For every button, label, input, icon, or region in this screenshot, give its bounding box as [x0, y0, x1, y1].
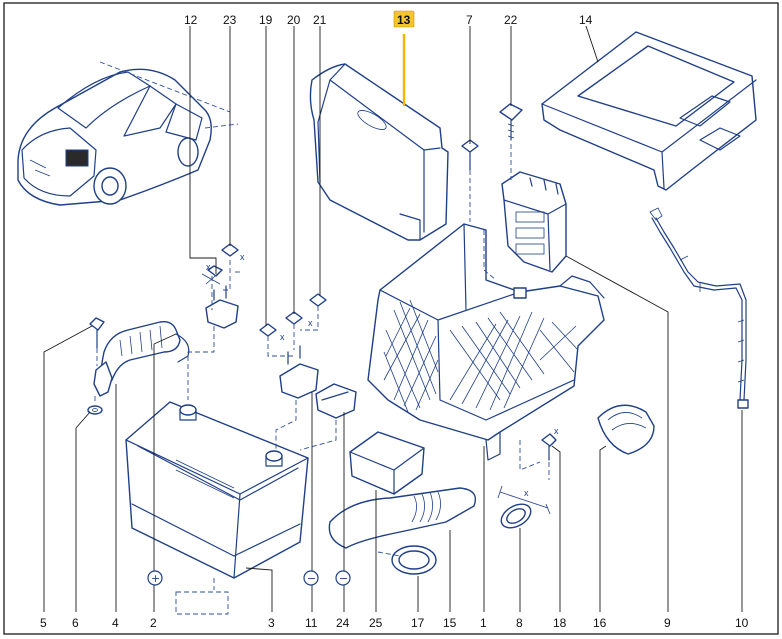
minus-symbol-24: − [339, 572, 348, 585]
label-9: 9 [664, 616, 671, 630]
label-19: 19 [259, 13, 273, 27]
hold-down-clamp-4 [100, 320, 190, 391]
x-mark: x [206, 262, 211, 272]
label-23: 23 [223, 13, 237, 27]
seal-17 [391, 545, 437, 575]
label-5: 5 [40, 616, 47, 630]
fuse-box-lid-14 [541, 31, 757, 191]
x-mark: x [308, 318, 313, 328]
battery-3 [125, 401, 309, 579]
battery-tray-1 [367, 223, 605, 461]
label-22: 22 [504, 13, 518, 27]
minus-symbol-circle-11 [303, 570, 319, 586]
bottom-labels: 5 6 4 2 3 11 24 25 17 15 1 8 18 16 9 10 [40, 616, 749, 630]
label-12: 12 [184, 13, 198, 27]
label-7: 7 [466, 13, 473, 27]
nut-21 [309, 293, 327, 307]
tray-ribs [383, 299, 579, 413]
x-mark: x [554, 426, 559, 436]
air-duct-15 [328, 487, 477, 549]
leader-lines [43, 25, 743, 612]
battery-cover-13 [309, 63, 449, 241]
sensor-24 [315, 383, 357, 419]
label-13: 13 [397, 13, 411, 27]
x-mark: x [280, 332, 285, 342]
fuse-box-9 [501, 171, 567, 273]
bracket-2 [93, 361, 113, 397]
label-20: 20 [287, 13, 301, 27]
bolt-18 [541, 433, 557, 461]
label-10: 10 [735, 616, 749, 630]
plus-symbol-circle [147, 570, 163, 586]
cable-10 [649, 207, 749, 409]
label-6: 6 [72, 616, 79, 630]
minus-symbol-circle-24 [335, 570, 351, 586]
label-14: 14 [579, 13, 593, 27]
label-16: 16 [593, 616, 607, 630]
bolt-7 [461, 139, 479, 171]
polarity-symbols: + − − [147, 570, 351, 586]
seal-8 [500, 503, 532, 529]
plus-symbol: + [151, 572, 160, 585]
label-25: 25 [369, 616, 383, 630]
car-thumbnail [17, 61, 239, 206]
label-4: 4 [112, 616, 119, 630]
positive-terminal-12 [205, 265, 239, 329]
label-8: 8 [516, 616, 523, 630]
dimension-marks: x x x x x x [201, 252, 559, 515]
label-21: 21 [313, 13, 327, 27]
label-1: 1 [480, 616, 487, 630]
label-15: 15 [443, 616, 457, 630]
minus-symbol-11: − [307, 572, 316, 585]
washer-6 [87, 405, 103, 415]
highlight-box-13 [393, 10, 415, 28]
nut-19 [259, 323, 277, 337]
label-3: 3 [268, 616, 275, 630]
top-labels: 12 23 19 20 21 13 7 22 14 [184, 10, 593, 28]
negative-terminal-11 [279, 345, 319, 399]
label-24: 24 [336, 616, 350, 630]
x-mark: x [240, 252, 245, 262]
bolt-5 [89, 317, 105, 349]
nut-23 [221, 243, 239, 257]
module-25 [349, 431, 425, 495]
label-17: 17 [411, 616, 425, 630]
diagram-frame [3, 2, 779, 635]
nut-20 [285, 311, 303, 325]
label-18: 18 [553, 616, 567, 630]
label-2: 2 [150, 616, 157, 630]
air-intake-16 [597, 404, 655, 455]
bolt-22 [499, 103, 523, 141]
label-11: 11 [305, 616, 318, 630]
x-mark: x [524, 488, 529, 498]
